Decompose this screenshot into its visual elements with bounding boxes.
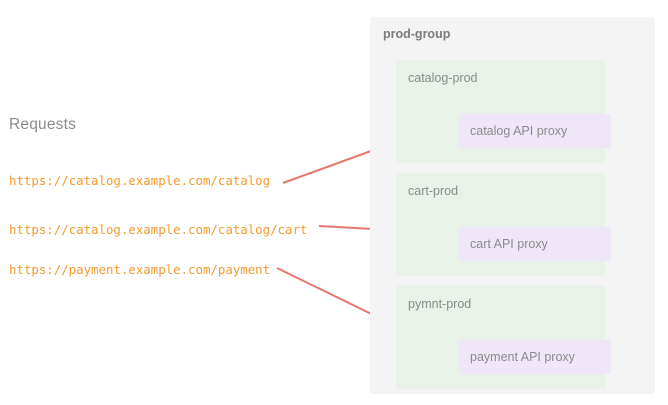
- proxy-box-cart-api-proxy: cart API proxy: [459, 227, 611, 261]
- request-url-catalog-cart: https://catalog.example.com/catalog/cart: [9, 222, 308, 237]
- proxy-label: cart API proxy: [470, 237, 548, 251]
- request-url-payment: https://payment.example.com/payment: [9, 262, 271, 277]
- environment-box-catalog-prod: catalog-prod catalog API proxy: [396, 60, 611, 163]
- environment-label: catalog-prod: [408, 71, 478, 85]
- requests-heading: Requests: [9, 116, 77, 133]
- request-url-catalog: https://catalog.example.com/catalog: [9, 173, 271, 188]
- environment-label: cart-prod: [408, 184, 459, 198]
- proxy-label: payment API proxy: [470, 350, 575, 364]
- environment-label: pymnt-prod: [408, 297, 472, 311]
- environment-box-cart-prod: cart-prod cart API proxy: [396, 173, 611, 276]
- proxy-box-catalog-api-proxy: catalog API proxy: [459, 114, 611, 148]
- proxy-label: catalog API proxy: [470, 124, 568, 138]
- prod-group-title: prod-group: [383, 27, 451, 41]
- prod-group-panel: prod-group catalog-prod catalog API prox…: [370, 17, 655, 394]
- environment-box-pymnt-prod: pymnt-prod payment API proxy: [396, 286, 611, 389]
- proxy-box-payment-api-proxy: payment API proxy: [459, 340, 611, 374]
